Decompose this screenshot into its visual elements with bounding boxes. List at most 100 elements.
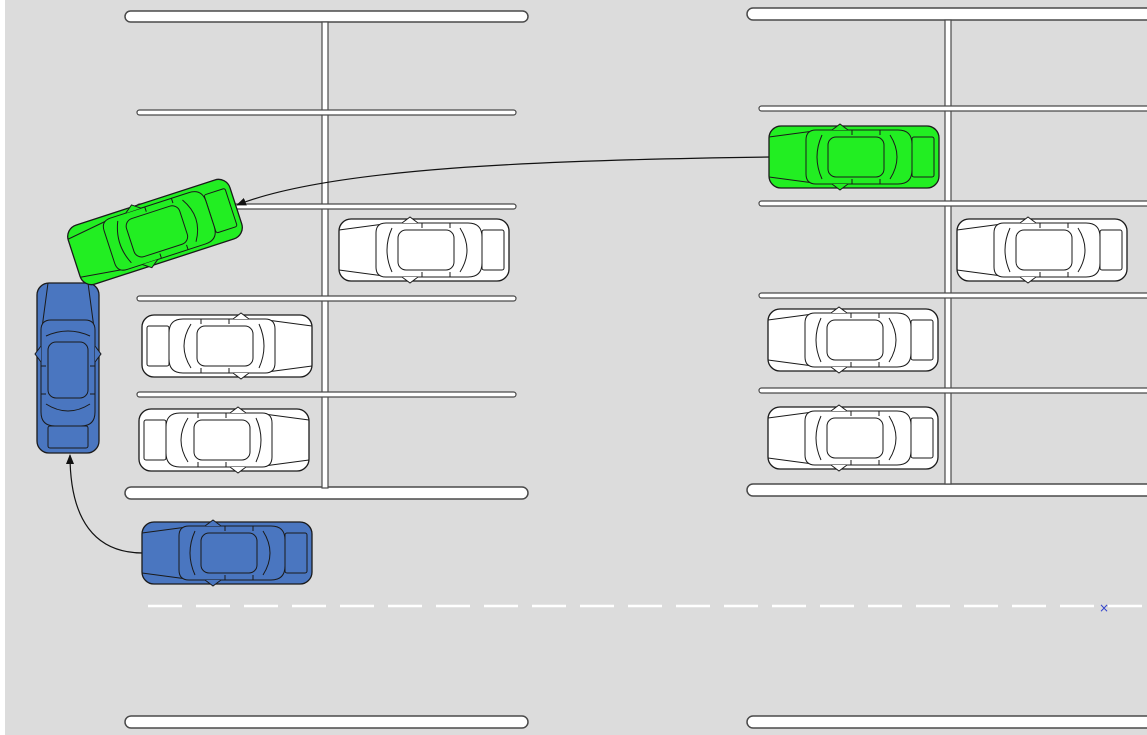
car-rear-window <box>1077 227 1086 273</box>
car-mirrors <box>831 123 849 191</box>
car-roof <box>826 319 884 361</box>
car-windshield <box>116 220 132 264</box>
car-rear-window <box>262 530 271 576</box>
car-rear-window <box>183 323 192 369</box>
car-hood-lines <box>767 313 814 367</box>
car-door-seams <box>851 130 881 184</box>
car-windshield <box>815 317 822 363</box>
car-door-seams <box>200 319 230 373</box>
car-trunk <box>911 136 935 178</box>
car-roof <box>47 341 89 399</box>
car-rear-window <box>45 403 91 412</box>
curb-left-bottom <box>124 486 529 500</box>
divider-left-vertical <box>321 21 329 489</box>
parked-car-2 <box>141 312 313 380</box>
car-hood-lines <box>41 282 95 329</box>
car-roof <box>1015 229 1073 271</box>
car-mirrors <box>232 312 250 380</box>
car-rear-window <box>180 417 189 463</box>
car-mirrors <box>125 204 159 269</box>
blue-car-end <box>34 282 102 454</box>
curb-right-bottom <box>746 483 1147 497</box>
car-roof <box>397 229 455 271</box>
stall-line-right-1 <box>758 105 1147 112</box>
car-trunk <box>284 532 308 574</box>
car-rear-window <box>182 199 199 242</box>
position-marker-icon: × <box>1099 601 1109 615</box>
blue-car-path <box>66 454 144 554</box>
car-rear-window <box>888 317 897 363</box>
stall-line-right-3 <box>758 292 1147 299</box>
divider-right-vertical <box>944 19 952 485</box>
car-mirrors <box>401 216 419 284</box>
car-door-seams <box>224 526 254 580</box>
car-trunk <box>910 417 934 459</box>
car-hood-lines <box>141 526 188 580</box>
car-hood-lines <box>767 411 814 465</box>
car-roof <box>196 325 254 367</box>
stall-line-left-1 <box>136 109 517 116</box>
car-windshield <box>1004 227 1011 273</box>
curb-right-top <box>746 7 1147 21</box>
stall-line-right-2 <box>758 200 1147 207</box>
car-windshield <box>45 330 91 337</box>
car-hood-lines <box>956 223 1003 277</box>
car-door-seams <box>421 223 451 277</box>
car-mirrors <box>34 345 102 363</box>
right-parking-block <box>746 7 1147 729</box>
green-car-end <box>67 178 243 286</box>
car-door-seams <box>1039 223 1069 277</box>
parked-car-5 <box>767 306 939 374</box>
car-trunk <box>481 229 505 271</box>
blue-car-start <box>141 519 313 587</box>
parked-car-1 <box>338 216 510 284</box>
car-rear-window <box>459 227 468 273</box>
car-rear-window <box>889 134 898 180</box>
car-door-seams <box>197 413 227 467</box>
car-hood-lines <box>338 223 385 277</box>
car-roof <box>200 532 258 574</box>
car-roof <box>826 417 884 459</box>
curb-right-lower <box>746 715 1147 729</box>
car-windshield <box>189 530 196 576</box>
car-mirrors <box>229 406 247 474</box>
left-parking-block <box>124 10 529 729</box>
green-car-start <box>768 123 940 191</box>
car-door-seams <box>144 198 189 259</box>
parked-car-3 <box>138 406 310 474</box>
car-roof <box>193 419 251 461</box>
curb-left-top <box>124 10 529 23</box>
stall-line-left-4 <box>136 391 517 398</box>
car-hood-lines <box>768 130 815 184</box>
car-mirrors <box>204 519 222 587</box>
curb-left-lower <box>124 715 529 729</box>
car-windshield <box>386 227 393 273</box>
car-trunk <box>146 325 170 367</box>
parked-car-6 <box>767 404 939 472</box>
car-door-seams <box>850 313 880 367</box>
cars-layer <box>34 123 1128 587</box>
stall-line-right-4 <box>758 387 1147 394</box>
car-hood-lines <box>67 219 126 278</box>
car-trunk <box>47 425 89 449</box>
car-mirrors <box>830 404 848 472</box>
car-roof <box>827 136 885 178</box>
stall-line-left-3 <box>136 295 517 302</box>
car-roof <box>125 205 189 258</box>
car-windshield <box>258 323 265 369</box>
car-hood-lines <box>266 319 313 373</box>
parked-car-4 <box>956 216 1128 284</box>
car-trunk <box>143 419 167 461</box>
car-door-seams <box>850 411 880 465</box>
car-door-seams <box>41 365 95 395</box>
car-mirrors <box>1019 216 1037 284</box>
car-hood-lines <box>263 413 310 467</box>
green-car-path <box>236 156 771 206</box>
car-trunk <box>1099 229 1123 271</box>
car-windshield <box>816 134 823 180</box>
car-rear-window <box>888 415 897 461</box>
car-trunk <box>910 319 934 361</box>
car-windshield <box>815 415 822 461</box>
car-windshield <box>255 417 262 463</box>
